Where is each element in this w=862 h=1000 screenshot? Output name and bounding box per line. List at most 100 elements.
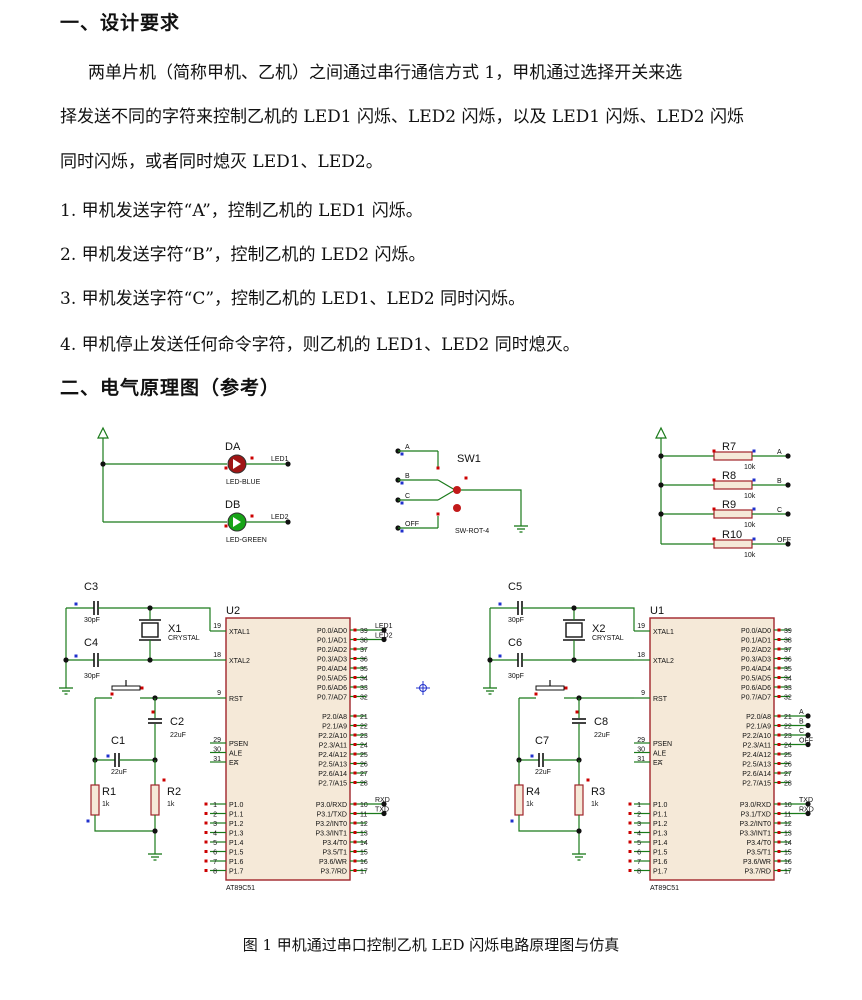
resistor-value: 1k [102,801,110,808]
pin-name: P2.2/A10 [318,733,347,740]
pin-marker [204,821,208,825]
pin-number: 8 [213,869,217,876]
pin-marker [777,821,781,825]
junction-dot [381,810,387,817]
pin-name: P0.2/AD2 [741,647,771,654]
pin-marker [353,638,357,641]
pin-name: PSEN [229,741,248,748]
pin-name: P0.4/AD4 [741,666,771,673]
pin-name: ALE [653,751,667,758]
pin-marker [74,654,78,658]
net-label: LED2 [271,514,289,521]
capacitor-value: 30pF [508,617,524,624]
pin-number: 2 [213,812,217,819]
junction-dot [285,519,291,525]
pin-name: P1.1 [653,812,668,819]
pin-marker [628,812,632,815]
pin-marker [628,840,632,844]
junction-dot [785,541,791,547]
pin-name: P2.1/A9 [746,724,771,731]
switch-contact [453,504,461,512]
junction-dot [63,657,69,663]
pin-number: 23 [360,733,368,740]
led-type: LED-GREEN [226,537,267,544]
pin-marker [353,850,357,853]
pin-name: P0.5/AD5 [317,676,347,683]
capacitor-ref: C2 [170,716,184,728]
pin-name: P1.3 [229,831,244,838]
pin-name: P0.0/AD0 [741,628,771,635]
list-item-3: 3. 甲机发送字符“C”，控制乙机的 LED1、LED2 同时闪烁。 [60,289,526,309]
net-label: C [777,507,782,514]
pin-marker [628,831,632,834]
junction-dot [805,722,811,729]
pin-number: 19 [637,623,645,630]
pin-name: EA [229,760,239,767]
junction-dot [381,627,387,633]
junction-dot [381,801,387,807]
power-arrow-icon [655,426,667,439]
pin-name: P2.0/A8 [322,714,347,721]
pin-marker [628,821,632,825]
pin-name: P0.3/AD3 [317,657,347,664]
net-label: A [777,449,782,456]
pin-name: XTAL2 [229,658,250,665]
pin-name: P1.6 [653,859,668,866]
pin-marker [777,831,781,834]
pin-marker [250,456,254,460]
net-label: TXD [375,807,389,814]
pin-name: P3.7/RD [745,869,771,876]
pin-name: P2.1/A9 [322,724,347,731]
resistor-value: 1k [167,801,175,808]
led-ref: DB [225,499,240,511]
pin-number: 5 [637,840,641,847]
paragraph-line-2: 择发送不同的字符来控制乙机的 LED1 闪烁、LED2 闪烁，以及 LED1 闪… [60,107,744,127]
pin-name: P1.2 [653,821,668,828]
pin-name: RST [653,696,668,703]
junction-dot [658,482,664,488]
pin-marker [436,512,440,516]
resistor-body [514,784,524,816]
pin-marker [353,695,357,698]
capacitor-value: 22uF [594,732,610,739]
list-item-2: 2. 甲机发送字符“B”，控制乙机的 LED2 闪烁。 [60,245,426,265]
pin-name: P1.5 [229,850,244,857]
resistor-ref: R1 [102,786,116,798]
pin-name: P3.4/T0 [322,840,347,847]
pin-number: 37 [784,647,792,654]
pin-number: 32 [784,695,792,702]
pin-marker [777,752,781,756]
pin-number: 26 [360,762,368,769]
pin-marker [353,733,357,737]
pin-number: 36 [360,657,368,664]
pin-name: P3.6/WR [319,859,347,866]
wire [94,815,155,832]
mcu-ref: U1 [650,605,664,617]
resistor-ref: R10 [722,529,742,541]
net-label: C [799,728,804,735]
net-label: B [799,719,804,726]
pin-marker [353,840,357,844]
net-label: B [777,478,782,485]
section-heading-requirements: 一、设计要求 [60,12,181,34]
net-label: TXD [799,797,813,804]
pin-marker [353,821,357,825]
pin-number: 33 [784,685,792,692]
pin-number: 4 [213,831,217,838]
pin-number: 21 [784,714,792,721]
pin-number: 15 [360,850,368,857]
pin-marker [575,710,579,714]
list-item-1: 1. 甲机发送字符“A”，控制乙机的 LED1 闪烁。 [60,201,423,221]
pin-marker [224,524,228,528]
wire [518,815,579,832]
pin-marker [564,686,568,690]
circuit-schematic: DALED-BLUELED1DBLED-GREENLED2ABCOFFSW1SW… [59,426,814,892]
pin-number: 9 [217,690,221,697]
pin-number: 22 [784,724,792,731]
pin-marker [712,507,716,511]
pin-name: XTAL1 [229,629,250,636]
resistor-ref: R2 [167,786,181,798]
pin-number: 12 [360,821,368,828]
led-arrow [233,459,241,469]
pin-name: P1.2 [229,821,244,828]
